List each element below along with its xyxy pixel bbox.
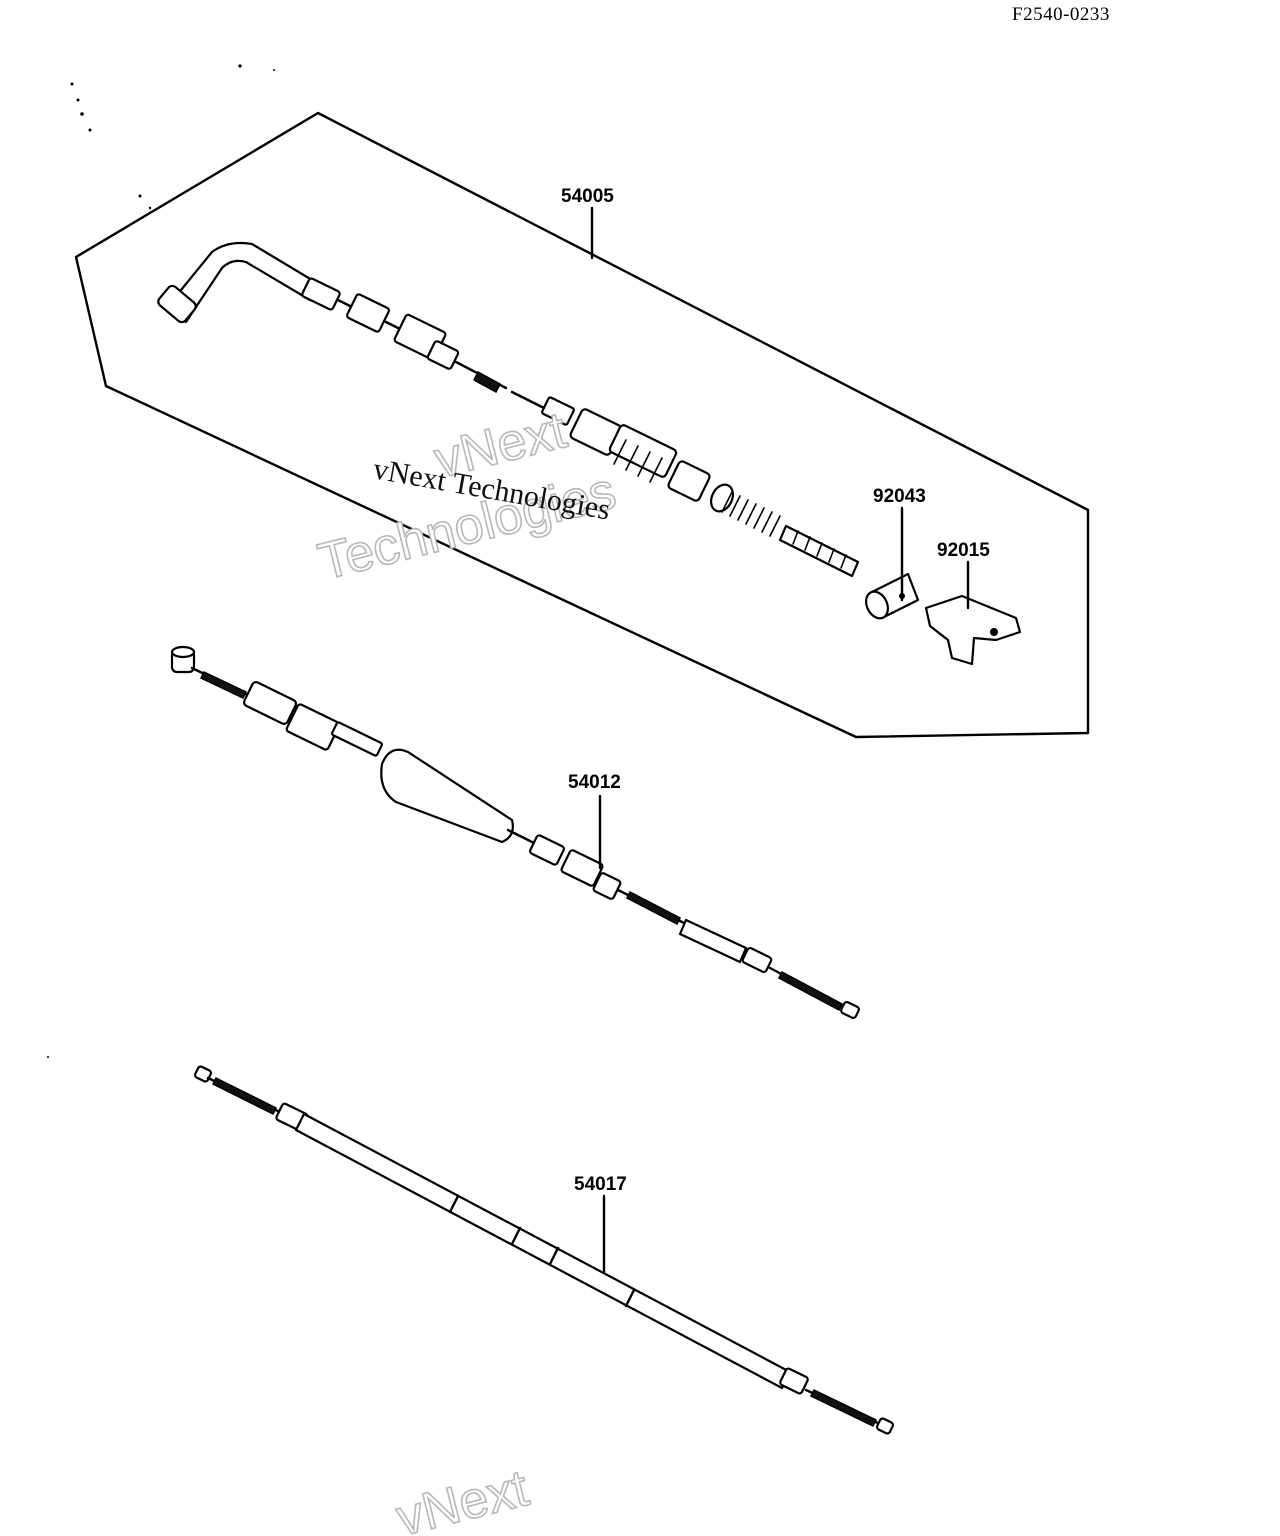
part-number-92015: 92015 (937, 540, 990, 561)
cable-54017 (193, 1065, 895, 1435)
fitting-92015 (924, 594, 1022, 666)
watermark-outline-bottom: vNext (391, 1459, 535, 1536)
leader-lines (590, 206, 970, 1274)
cable-54012 (170, 645, 860, 1019)
part-number-54012: 54012 (568, 772, 621, 793)
pin-92043 (865, 572, 920, 620)
part-number-92043: 92043 (873, 486, 926, 507)
kit-outline (74, 111, 1090, 739)
part-number-54005: 54005 (561, 186, 614, 207)
part-number-54017: 54017 (574, 1174, 627, 1195)
figure-code: F2540-0233 (1012, 4, 1110, 25)
scan-specks (47, 64, 275, 1058)
cable-54005 (157, 241, 860, 578)
